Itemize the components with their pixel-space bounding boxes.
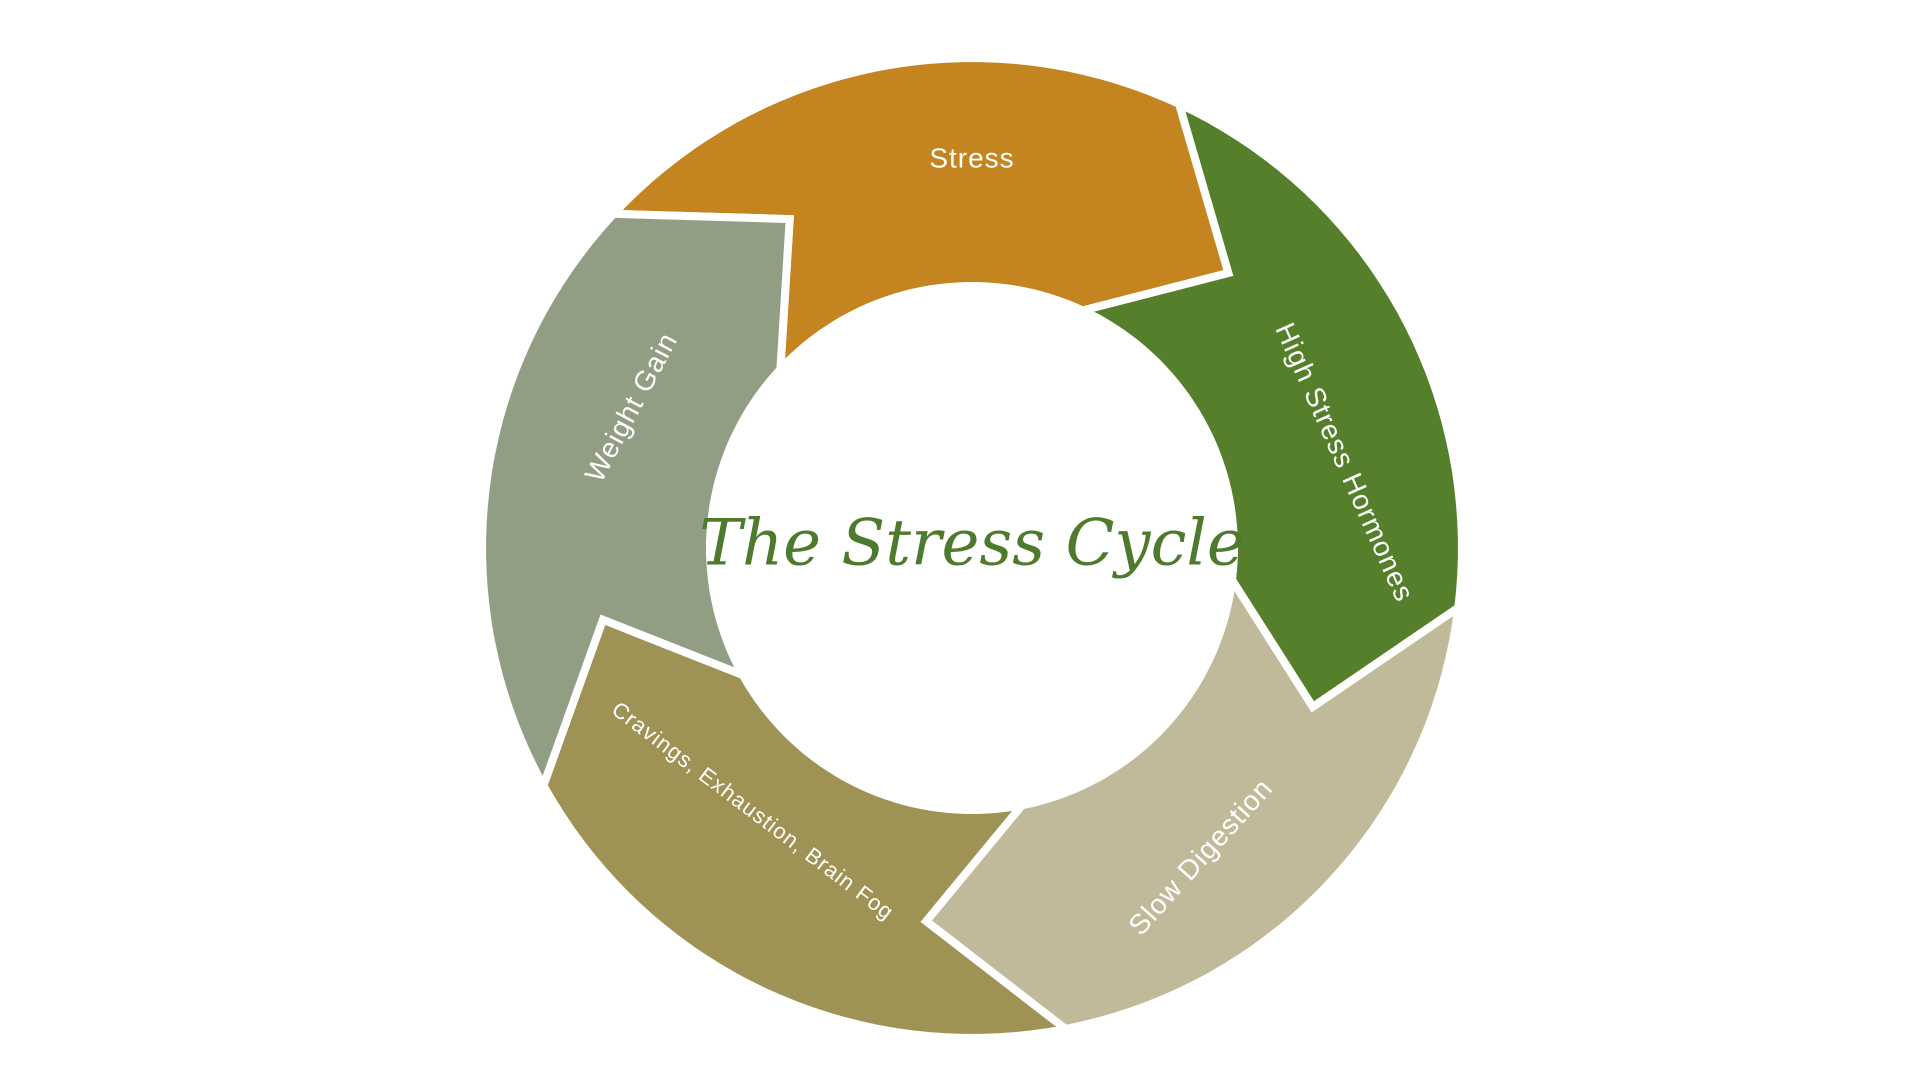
- diagram-title: The Stress Cycle: [699, 507, 1245, 581]
- stage-label-stress: Stress: [929, 142, 1014, 173]
- center-circle: [710, 286, 1234, 810]
